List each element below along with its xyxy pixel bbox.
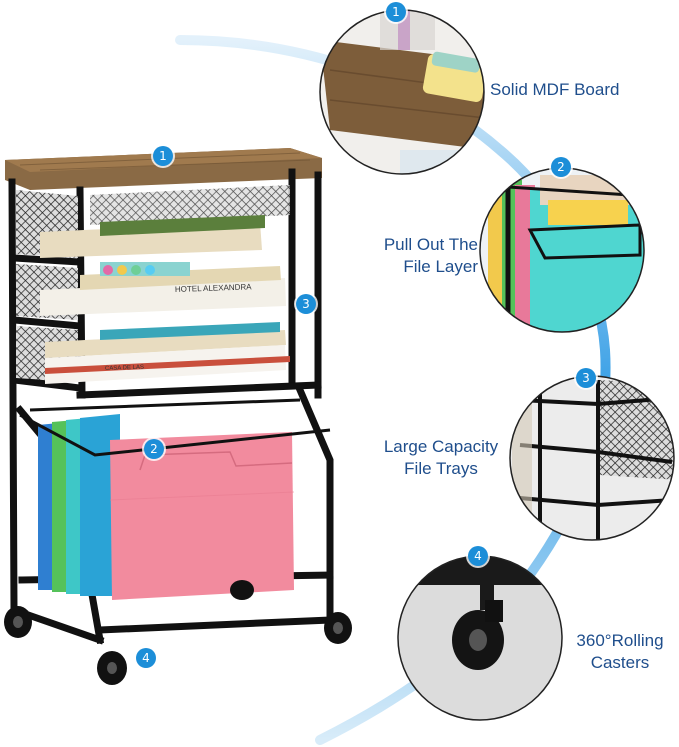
- label-large-capacity-line2: File Trays: [404, 459, 478, 478]
- callout-badge-1-circle: 1: [386, 2, 406, 22]
- callout-badge-2-cart: 2: [144, 439, 164, 459]
- label-pull-out-line2: File Layer: [403, 257, 478, 276]
- label-rolling-line1: 360°Rolling: [576, 631, 664, 650]
- label-pull-out-file-layer: Pull Out The File Layer: [360, 234, 478, 278]
- books-stack: [40, 215, 290, 384]
- label-rolling-line2: Casters: [590, 653, 650, 672]
- book-spine-casa: CASA DE LAS: [105, 365, 144, 372]
- label-solid-mdf-board: Solid MDF Board: [490, 80, 620, 99]
- casters: [4, 580, 352, 685]
- callout-badge-4-cart: 4: [136, 648, 156, 668]
- callout-badge-1-cart: 1: [153, 146, 173, 166]
- callout-badge-2-circle: 2: [551, 157, 571, 177]
- callout-badge-3-cart: 3: [296, 294, 316, 314]
- file-rail: [19, 398, 331, 457]
- label-large-capacity-trays: Large Capacity File Trays: [372, 436, 510, 480]
- callout-badge-3-circle: 3: [576, 368, 596, 388]
- label-large-capacity-line1: Large Capacity: [383, 437, 499, 456]
- hanging-file-folders: [38, 414, 295, 600]
- callout-badge-4-circle: 4: [468, 546, 488, 566]
- label-rolling-casters: 360°Rolling Casters: [568, 630, 672, 674]
- book-spine-hotel: HOTEL ALEXANDRA: [175, 282, 253, 294]
- label-pull-out-line1: Pull Out The: [383, 235, 478, 254]
